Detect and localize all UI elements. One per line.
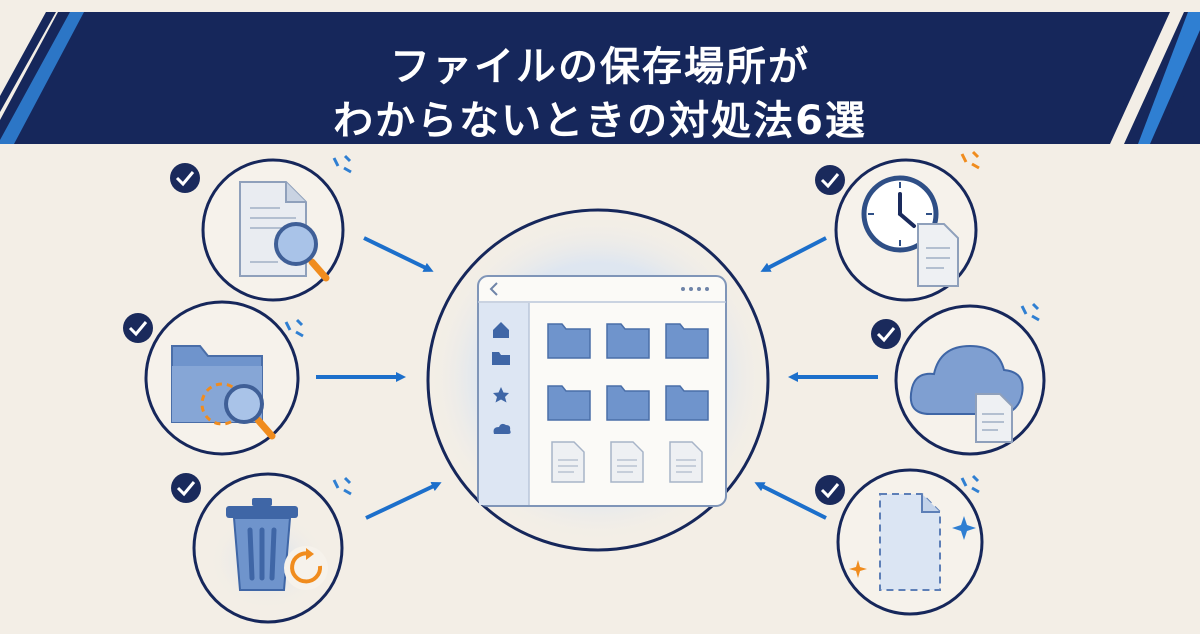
folder-icon xyxy=(492,352,510,365)
document-search-icon xyxy=(239,181,330,282)
star-icon xyxy=(493,387,509,403)
cloud-icon xyxy=(493,423,511,434)
trash-restore-icon xyxy=(226,498,328,591)
home-icon xyxy=(493,322,509,338)
folder-search-icon xyxy=(171,345,276,440)
cloud-storage-icon xyxy=(909,344,1024,443)
new-file-sparkle-icon xyxy=(849,493,976,591)
file-explorer-window-icon xyxy=(477,275,727,507)
arrows xyxy=(316,236,878,520)
method-new-file xyxy=(815,468,984,616)
recent-files-clock-icon xyxy=(861,175,959,287)
method-document-search xyxy=(170,154,352,302)
method-cloud-storage xyxy=(871,302,1046,456)
page-title-line-2: わからないときの対処法6選 xyxy=(333,98,867,144)
title-banner xyxy=(0,12,1200,144)
method-recent-files xyxy=(815,150,980,302)
page-title-line-1: ファイルの保存場所が xyxy=(390,44,810,90)
method-folder-search xyxy=(123,300,304,456)
method-trash-restore xyxy=(171,472,352,624)
center-explorer-circle xyxy=(426,208,770,552)
